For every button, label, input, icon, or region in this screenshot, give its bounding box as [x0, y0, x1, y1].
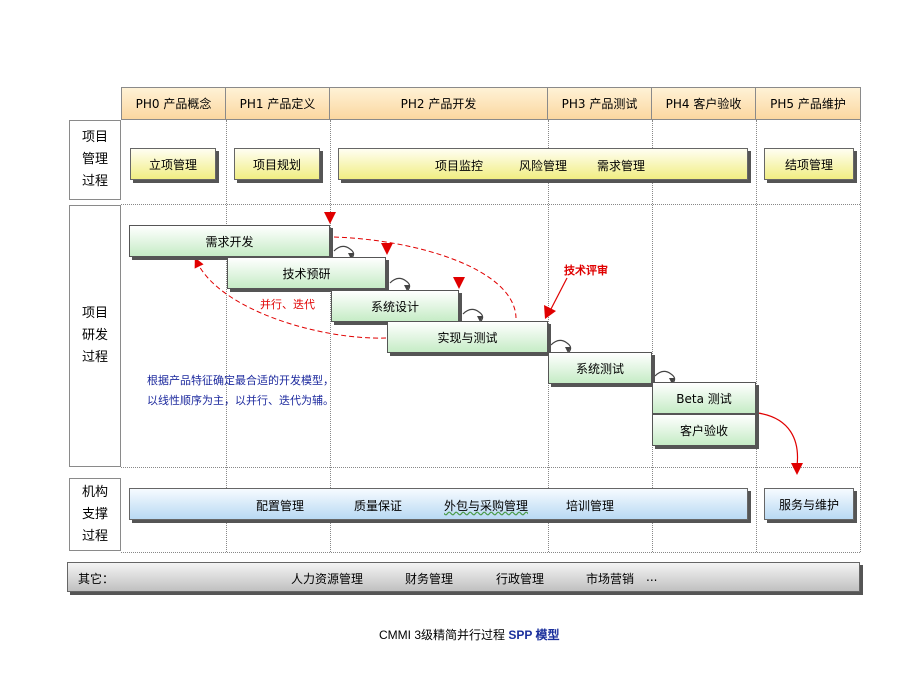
tech-research-box: 技术预研	[227, 257, 386, 289]
grid-line	[652, 120, 653, 552]
initiation-management-box: 立项管理	[130, 148, 216, 180]
caption-emphasis: SPP 模型	[508, 628, 560, 642]
outsourcing-label: 外包与采购管理	[444, 499, 529, 513]
tech-review-label: 技术评审	[564, 264, 608, 277]
phase-header-ph2: PH2 产品开发	[330, 87, 548, 120]
row-label-text: 过程	[81, 528, 108, 544]
system-test-box: 系统测试	[548, 352, 652, 384]
project-planning-box: 项目规划	[234, 148, 320, 180]
other-processes-bar: 其它： 人力资源管理 财务管理 行政管理 市场营销 ...	[67, 562, 860, 592]
phase-header-ph0: PH0 产品概念	[121, 87, 226, 120]
marketing-label: 市场营销	[586, 572, 635, 586]
grid-line	[121, 467, 860, 468]
grid-line	[860, 120, 861, 552]
grid-line	[121, 552, 860, 553]
row-label-development: 项目 研发 过程	[69, 205, 121, 467]
admin-management-label: 行政管理	[496, 572, 545, 586]
grid-line	[226, 120, 227, 552]
training-management-label: 培训管理	[566, 499, 615, 513]
row-label-support: 机构 支撑 过程	[69, 478, 121, 551]
hr-management-label: 人力资源管理	[291, 572, 364, 586]
grid-line	[330, 120, 331, 552]
dev-model-note-line2: 以线性顺序为主，以并行、迭代为辅。	[147, 394, 334, 407]
row-label-text: 管理	[81, 152, 108, 167]
row-label-text: 项目	[81, 130, 108, 145]
quality-assurance-label: 质量保证	[354, 499, 403, 513]
monitoring-label: 项目监控	[435, 159, 484, 173]
service-maintenance-box: 服务与维护	[764, 488, 854, 520]
config-management-label: 配置管理	[256, 499, 305, 513]
row-label-text: 项目	[81, 306, 108, 321]
caption-prefix: CMMI 3级精简并行过程	[379, 628, 509, 642]
phase-header-ph1: PH1 产品定义	[226, 87, 330, 120]
requirements-management-label: 需求管理	[597, 159, 646, 173]
finance-management-label: 财务管理	[405, 572, 454, 586]
closure-management-box: 结项管理	[764, 148, 854, 180]
requirements-development-box: 需求开发	[129, 225, 330, 257]
row-label-text: 机构	[81, 484, 108, 500]
row-label-text: 研发	[81, 328, 108, 343]
monitoring-risk-requirements-box: 项目监控 风险管理 需求管理	[338, 148, 748, 180]
other-label: 其它：	[78, 572, 115, 586]
phase-header-ph4: PH4 客户验收	[652, 87, 756, 120]
phase-header-ph5: PH5 产品维护	[756, 87, 861, 120]
row-label-management: 项目 管理 过程	[69, 120, 121, 200]
row-label-text: 过程	[81, 174, 108, 189]
grid-line	[548, 120, 549, 552]
grid-line	[756, 120, 757, 552]
figure-caption: CMMI 3级精简并行过程 SPP 模型	[379, 626, 559, 643]
phase-header-ph3: PH3 产品测试	[548, 87, 652, 120]
ellipsis-label: ...	[646, 570, 658, 584]
beta-test-box: Beta 测试	[652, 382, 756, 414]
parallel-iterate-label: 并行、迭代	[260, 298, 315, 311]
grid-line	[121, 204, 860, 205]
dev-model-note-line1: 根据产品特征确定最合适的开发模型，	[147, 374, 334, 387]
risk-management-label: 风险管理	[519, 159, 568, 173]
system-design-box: 系统设计	[331, 290, 459, 322]
row-label-text: 过程	[81, 350, 108, 365]
implementation-test-box: 实现与测试	[387, 321, 548, 353]
support-processes-box: 配置管理 质量保证 外包与采购管理 培训管理	[129, 488, 748, 520]
customer-acceptance-box: 客户验收	[652, 414, 756, 446]
row-label-text: 支撑	[81, 506, 108, 522]
